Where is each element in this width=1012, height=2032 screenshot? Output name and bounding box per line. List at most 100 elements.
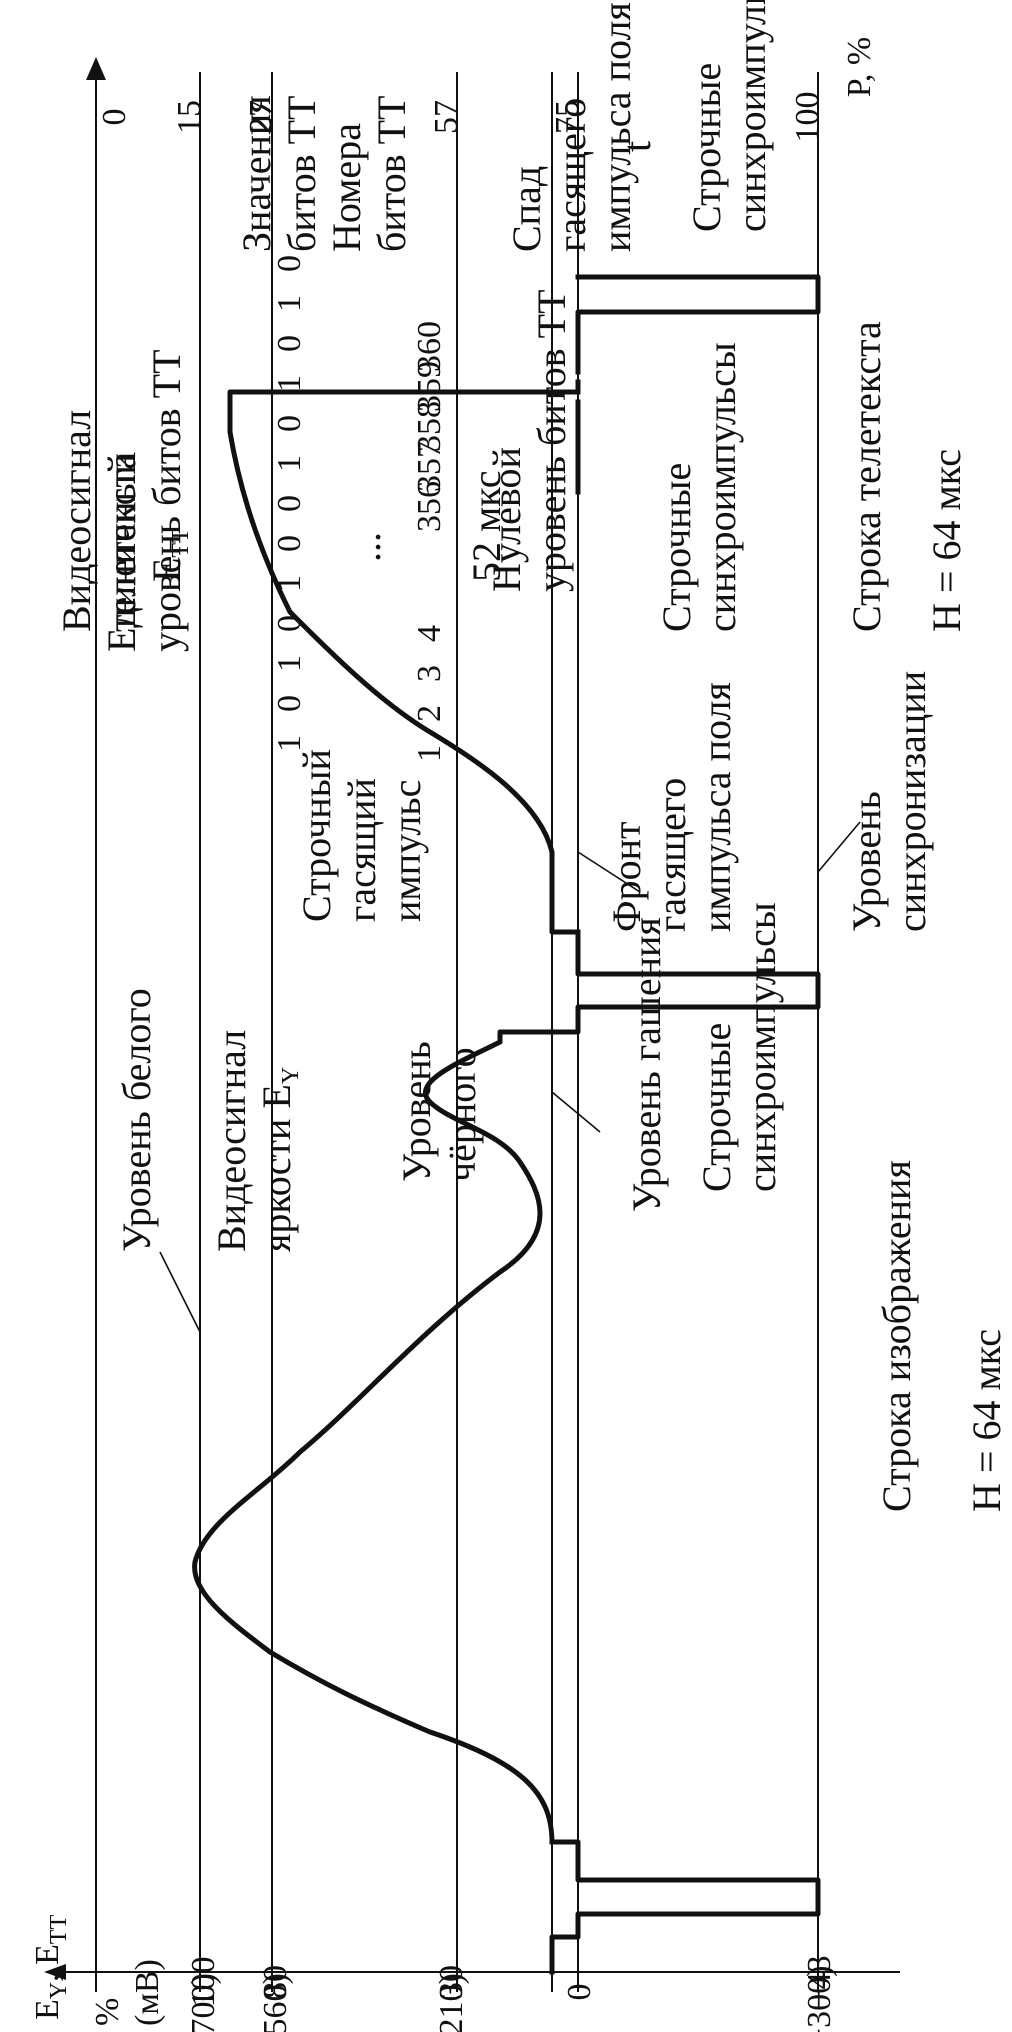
sync-pulses-2-label-2: синхроимпульсы xyxy=(699,342,744,632)
bit-value-10: 1 xyxy=(271,375,308,392)
field-front-label-3: импульса поля xyxy=(694,682,739,932)
teletext-bits: 1 2 3 4 356 357 358 359 360 1 0 1 0 1 0 … xyxy=(271,255,448,762)
h64-b-label: H = 64 мкс xyxy=(924,449,969,632)
h64-a-label: H = 64 мкс xyxy=(964,1329,1009,1512)
bit-numbers-label-1: Номера xyxy=(324,123,369,252)
black-level-label-2: чёрного xyxy=(439,1047,484,1182)
sync-level-label-2: синхронизации xyxy=(889,671,934,932)
luma-signal-label-1: Видеосигнал xyxy=(209,1030,254,1252)
top-tick-27: 27 xyxy=(243,100,280,134)
line-blank-label-2: гасящий xyxy=(339,778,384,922)
top-tick-15: 15 xyxy=(171,100,208,134)
bottom-tick-30: 30 xyxy=(433,1965,470,1999)
ptr-black xyxy=(551,1091,601,1133)
axis-symbol: EY, EТТ xyxy=(29,1914,72,2020)
sync-pulses-2-label-1: Строчные xyxy=(654,463,699,632)
bit-number-357: 357 xyxy=(411,441,448,492)
zero-level-label-1: Нулевой xyxy=(484,447,529,592)
bit-value-8: 1 xyxy=(271,455,308,472)
bit-values-label-1: Значения xyxy=(234,95,279,252)
zero-level-label-2: уровень битов ТТ xyxy=(529,289,574,592)
bit-number-356: 356 xyxy=(411,481,448,532)
field-fall-label-3: импульса поля xyxy=(594,2,639,252)
bit-value-13: 0 xyxy=(271,255,308,272)
dots-label: ... xyxy=(344,532,389,562)
axis-unit-mv: (мВ) xyxy=(129,1959,166,2026)
teletext-signal-label-3: EТТ xyxy=(144,528,194,582)
field-fall-label-1: Спад xyxy=(504,166,549,252)
bottom-tick-0: 0 xyxy=(561,1984,598,2001)
bit-value-3: 1 xyxy=(271,655,308,672)
t-axis-label: t xyxy=(614,141,659,152)
first-sync-pulse xyxy=(549,1839,821,1975)
labels: Уровень белого Видеосигнал яркости EY Ст… xyxy=(54,0,1009,1512)
bottom-tick-700: (700) xyxy=(185,1973,222,2032)
black-level-label-1: Уровень xyxy=(394,1041,439,1182)
top-tick-75: 75 xyxy=(549,100,586,134)
luminance-waveform xyxy=(192,1029,555,1845)
pointer-lines xyxy=(159,821,861,1333)
bit-value-1: 1 xyxy=(271,735,308,752)
ptr-sync xyxy=(817,821,861,873)
dur-52-label: 52 мкс xyxy=(464,470,509,582)
top-axis-unit: P, % xyxy=(841,37,878,97)
top-axis-arrow xyxy=(86,57,106,80)
top-tick-57: 57 xyxy=(428,100,465,134)
line-blank-label-1: Строчный xyxy=(294,749,339,922)
bit-number-359: 359 xyxy=(411,361,448,412)
line-blank-label-3: импульс xyxy=(384,780,429,922)
left-axis-arrow xyxy=(44,1964,66,1980)
bit-number-358: 358 xyxy=(411,401,448,452)
ptr-blanking xyxy=(577,851,641,893)
bit-numbers-label-2: битов ТТ xyxy=(369,96,414,252)
bottom-tick-80: 80 xyxy=(257,1965,294,1999)
field-front-label-2: гасящего xyxy=(649,778,694,932)
top-tick-100: 100 xyxy=(789,92,826,143)
teletext-signal-label-1: Видеосигнал xyxy=(54,410,99,632)
bit-number-1: 1 xyxy=(411,745,448,762)
bit-number-4: 4 xyxy=(411,625,448,642)
top-tick-0: 0 xyxy=(96,109,133,126)
bit-number-3: 3 xyxy=(411,665,448,682)
bit-value-2: 0 xyxy=(271,695,308,712)
bottom-tick-minus43: −43 xyxy=(801,1955,838,2008)
sync-pulses-3-label-1: Строчные xyxy=(684,63,729,232)
bit-value-12: 1 xyxy=(271,295,308,312)
bit-value-5: 1 xyxy=(271,575,308,592)
bit-value-9: 0 xyxy=(271,415,308,432)
bit-value-11: 0 xyxy=(271,335,308,352)
axis-unit-percent: % xyxy=(89,1998,126,2026)
blanking-level-label: Уровень гашения xyxy=(624,917,669,1212)
bit-value-4: 0 xyxy=(271,615,308,632)
image-line-label: Строка изображения xyxy=(874,1160,919,1512)
bit-number-360: 360 xyxy=(411,321,448,372)
bit-values-label-2: битов ТТ xyxy=(279,96,324,252)
bit-number-2: 2 xyxy=(411,705,448,722)
sync-pulses-1-label-2: синхроимпульсы xyxy=(739,902,784,1192)
white-level-label: Уровень белого xyxy=(114,988,159,1252)
luma-signal-label-2: яркости EY xyxy=(254,1067,304,1252)
bottom-axis: EY, EТТ % (мВ) 100 (700) 80 (560) 30 (21… xyxy=(29,1914,838,2032)
second-sync-pulse xyxy=(227,389,821,1035)
teletext-line-label: Строка телетекста xyxy=(844,321,889,632)
top-axis-ticks: 0 15 27 57 75 100 P, % xyxy=(96,37,878,143)
ptr-white xyxy=(159,1251,201,1333)
one-level-label-2: уровень битов ТТ xyxy=(144,349,189,652)
teletext-line-waveform xyxy=(575,274,821,935)
field-front-label-1: Фронт xyxy=(604,822,649,933)
waveform xyxy=(192,274,821,1975)
sync-level-label-1: Уровень xyxy=(844,791,889,932)
bit-value-6: 0 xyxy=(271,535,308,552)
sync-pulses-1-label-1: Строчные xyxy=(694,1023,739,1192)
sync-pulses-3-label-2: синхроимпульсы xyxy=(729,0,774,232)
bit-value-7: 0 xyxy=(271,495,308,512)
diagram-content: 0 15 27 57 75 100 P, % EY, EТТ % (мВ) 10… xyxy=(29,0,1009,2032)
bottom-tick-minus300: (−300) xyxy=(801,1966,838,2032)
bottom-tick-210: (210) xyxy=(433,1973,470,2032)
bottom-tick-100: 100 xyxy=(185,1957,222,2008)
teletext-signal-label-2: телетекста xyxy=(99,452,144,632)
one-level-label-1: Единичный xyxy=(99,453,144,652)
bottom-tick-560: (560) xyxy=(257,1973,294,2032)
field-fall-label-2: гасящего xyxy=(549,98,594,252)
